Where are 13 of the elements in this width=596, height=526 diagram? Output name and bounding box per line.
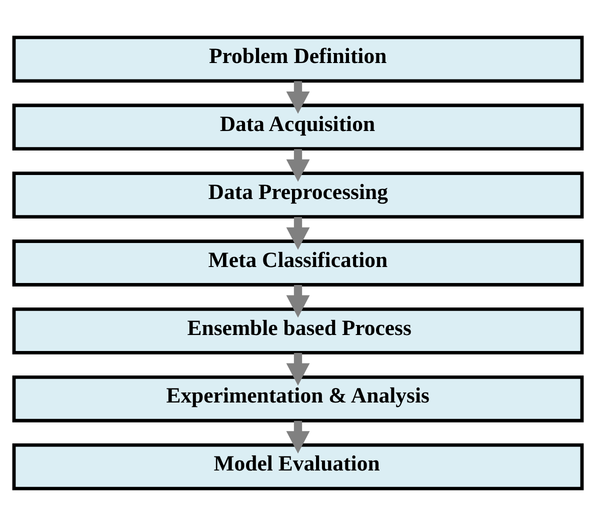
arrow [286, 285, 310, 318]
arrow [286, 352, 310, 386]
node-box: Meta Classification [12, 240, 584, 286]
node-box: Experimentation & Analysis [12, 375, 584, 422]
node-box: Data Preprocessing [12, 172, 584, 218]
node-box: Ensemble based Process [12, 308, 584, 354]
arrow [286, 149, 310, 182]
node-box: Problem Definition [12, 36, 584, 83]
arrow [286, 81, 310, 114]
node-box: Model Evaluation [12, 443, 584, 490]
arrow [286, 420, 310, 454]
arrow [286, 217, 310, 250]
node-box: Data Acquisition [12, 104, 584, 151]
